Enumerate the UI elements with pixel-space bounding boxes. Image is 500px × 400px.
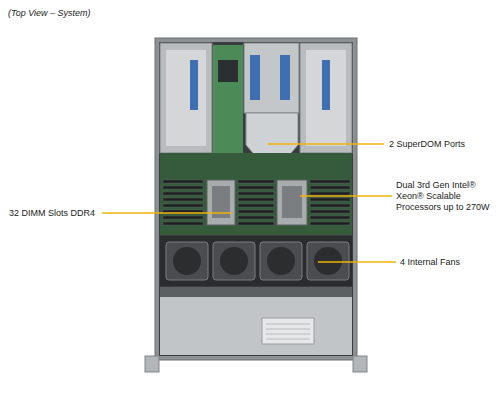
superdom-callout: 2 SuperDOM Ports — [389, 139, 497, 150]
dimm-callout: 32 DIMM Slots DDR4 — [9, 208, 99, 219]
fan-callout: 4 Internal Fans — [400, 257, 496, 268]
view-title: (Top View – System) — [8, 8, 91, 18]
processor-callout: Dual 3rd Gen Intel® Xeon® Scalable Proce… — [396, 180, 496, 213]
